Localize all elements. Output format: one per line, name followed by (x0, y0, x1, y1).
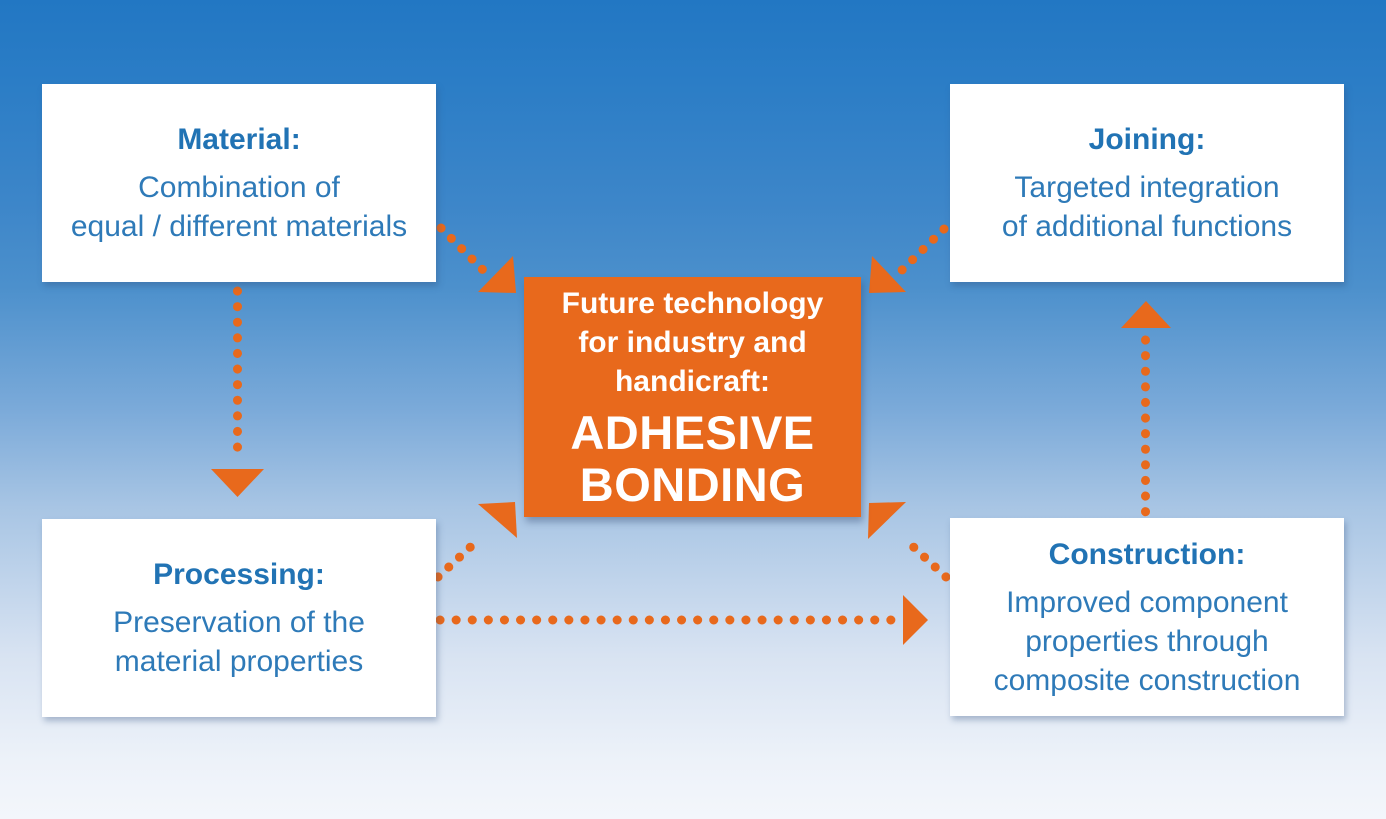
arrowhead-icon (903, 595, 928, 645)
dotted-line (902, 536, 951, 582)
center-intro-line: handicraft: (614, 364, 770, 398)
joining-body-line: Targeted integration (1014, 171, 1280, 204)
arrow-material-to-processing (211, 286, 264, 497)
arrow-joining-to-center (869, 224, 949, 293)
arrow-construction-to-joining (1121, 301, 1171, 518)
adhesive-bonding-box: Future technology for industry and handi… (524, 277, 861, 517)
center-intro-line: for industry and (578, 325, 807, 359)
construction-body-line: properties through (1025, 624, 1269, 658)
material-box: Material: Combination of equal / differe… (42, 84, 436, 282)
joining-body: Targeted integration of additional funct… (1002, 168, 1292, 246)
construction-body: Improved component properties through co… (994, 583, 1301, 700)
material-body: Combination of equal / different materia… (71, 168, 407, 246)
center-intro-line: Future technology (561, 286, 824, 320)
material-heading: Material: (177, 123, 301, 156)
center-intro: Future technology for industry and handi… (562, 284, 824, 401)
dotted-line (433, 535, 483, 582)
construction-box: Construction: Improved component propert… (950, 518, 1344, 716)
arrowhead-icon (478, 502, 517, 538)
material-body-line: equal / different materials (70, 210, 408, 243)
center-title-line: BONDING (579, 457, 806, 511)
joining-heading: Joining: (1088, 123, 1206, 156)
construction-body-line: Improved component (1006, 585, 1288, 619)
arrow-construction-to-center (868, 502, 951, 582)
dotted-line (436, 223, 488, 275)
arrow-material-to-center (436, 223, 516, 293)
arrowhead-icon (868, 502, 906, 539)
arrowhead-icon (211, 469, 264, 497)
processing-heading: Processing: (153, 558, 325, 591)
arrowhead-icon (478, 256, 516, 293)
processing-box: Processing: Preservation of the material… (42, 519, 436, 717)
joining-body-line: of additional functions (1001, 210, 1293, 243)
arrow-processing-to-center (433, 502, 517, 582)
dotted-line (897, 224, 949, 275)
joining-box: Joining: Targeted integration of additio… (950, 84, 1344, 282)
material-body-line: Combination of (138, 171, 340, 204)
construction-body-line: composite construction (993, 663, 1301, 697)
processing-body-line: material properties (114, 645, 364, 678)
arrowhead-icon (1121, 301, 1171, 328)
processing-body: Preservation of the material properties (113, 603, 365, 681)
center-title-line: ADHESIVE (570, 405, 815, 459)
arrow-processing-to-construction (435, 595, 928, 645)
construction-heading: Construction: (1048, 537, 1246, 571)
processing-body-line: Preservation of the (113, 606, 365, 639)
center-title: ADHESIVE BONDING (570, 405, 815, 511)
arrowhead-icon (869, 256, 906, 293)
